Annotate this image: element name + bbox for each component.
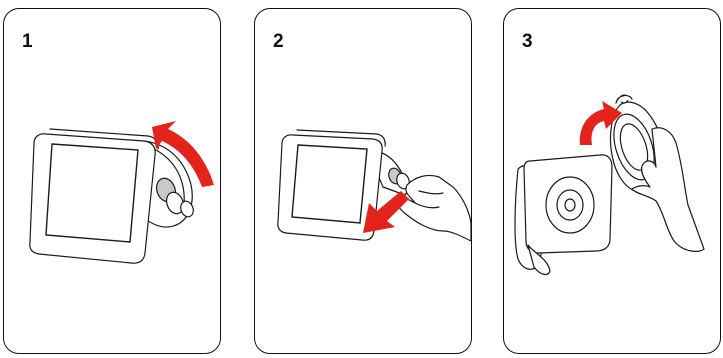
step-3-illustration bbox=[504, 9, 721, 354]
step-1-illustration bbox=[4, 9, 221, 354]
step-1-panel: 1 bbox=[3, 8, 221, 354]
step-3-panel: 3 bbox=[503, 8, 721, 354]
navigation-device bbox=[30, 129, 158, 263]
navigation-device bbox=[524, 155, 612, 253]
step-2-illustration bbox=[255, 9, 472, 354]
step-2-panel: 2 bbox=[254, 8, 472, 354]
